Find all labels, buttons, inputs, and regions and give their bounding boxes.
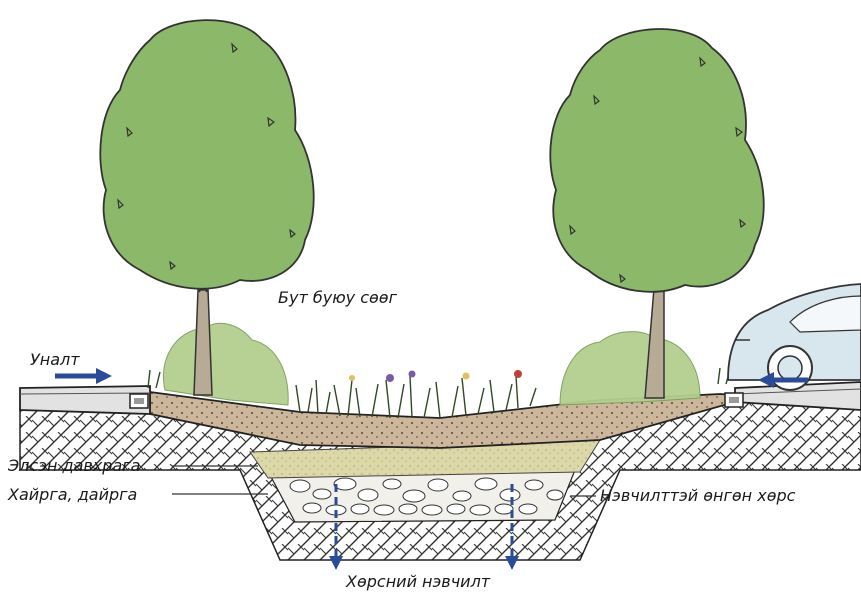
plants-label: Бут буюу сөөг <box>278 288 398 307</box>
gravel-label: Хайрга, дайрга <box>7 485 137 504</box>
infiltration-label: Хөрсний нэвчилт <box>345 572 491 591</box>
flowers <box>349 370 522 382</box>
gravel-layer <box>270 470 575 522</box>
tree-left <box>100 20 313 395</box>
curb-inlet-right <box>725 393 743 407</box>
tree-right <box>550 29 763 398</box>
inflow-label: Уналт <box>30 350 80 369</box>
inflow-arrow-left <box>55 368 112 384</box>
curb-inlet-left <box>130 394 148 408</box>
shrub-left <box>163 323 288 405</box>
sand-layer-label: Элсэн давхрага <box>7 456 140 475</box>
native-soil-label: Нэвчилттэй өнгөн хөрс <box>600 486 796 505</box>
shrub-right <box>560 332 700 405</box>
car <box>728 284 861 390</box>
